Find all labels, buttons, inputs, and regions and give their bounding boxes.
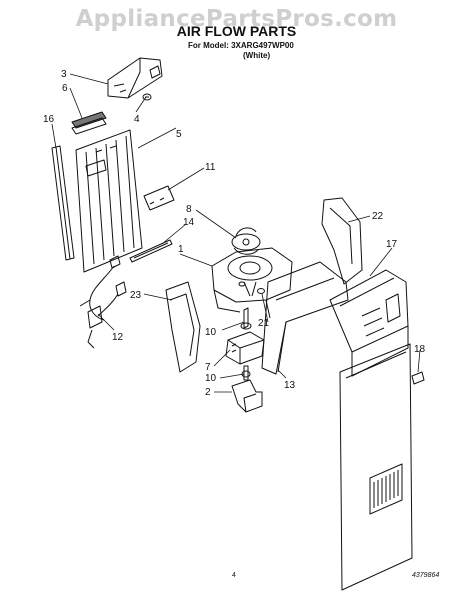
callout-11: 11 (205, 162, 216, 173)
callout-2: 2 (205, 387, 211, 398)
part-2-motor-bracket (231, 379, 263, 413)
small-screw (238, 281, 246, 287)
color-line: (White) (243, 51, 271, 60)
part-13-lower-duct (261, 261, 349, 375)
callout-6: 6 (62, 83, 68, 94)
callout-22: 22 (372, 211, 384, 222)
part-1-fan-housing (211, 247, 293, 319)
part-17-rear-panel (329, 269, 413, 591)
part-21-screw (257, 288, 265, 294)
callout-7: 7 (205, 362, 211, 373)
page-title: AIR FLOW PARTS (176, 23, 297, 39)
callout-3: 3 (61, 69, 67, 80)
callout-14: 14 (183, 217, 195, 228)
part-12-wiring-harness (79, 255, 127, 349)
callout-8: 8 (186, 204, 192, 215)
part-5-air-tower-panel (75, 129, 143, 273)
callout-10b: 10 (205, 373, 217, 384)
model-line: For Model: 3XARG497WP00 (188, 41, 294, 50)
part-8-fan-blade (231, 227, 261, 255)
callout-23: 23 (130, 290, 142, 301)
callout-1: 1 (178, 244, 184, 255)
callout-labels: 3 6 4 5 16 11 8 14 1 23 12 22 17 18 21 1… (43, 69, 426, 398)
part-10-washer (241, 365, 251, 381)
part-3-duct-cover (107, 57, 163, 99)
part-7-fan-motor (225, 331, 265, 365)
callout-12: 12 (112, 332, 124, 343)
callout-21: 21 (258, 318, 270, 329)
document-code: 4379864 (412, 572, 440, 579)
callout-18: 18 (414, 344, 426, 355)
part-23-insulation-left (165, 281, 201, 373)
part-10-shaft (240, 307, 252, 330)
part-11-bracket (143, 185, 175, 211)
callout-5: 5 (176, 129, 182, 140)
part-22-insulation-right (321, 197, 363, 285)
callout-17: 17 (386, 239, 398, 250)
callout-13: 13 (284, 380, 296, 391)
callout-4: 4 (134, 114, 140, 125)
watermark: AppliancePartsPros.com (75, 6, 398, 32)
callout-16: 16 (43, 114, 55, 125)
part-16-foam-strip (51, 145, 75, 261)
part-14-heater (129, 239, 173, 263)
callout-10a: 10 (205, 327, 217, 338)
page-number: 4 (232, 572, 236, 579)
part-6-gasket (71, 111, 107, 135)
part-18-screw (411, 371, 425, 385)
